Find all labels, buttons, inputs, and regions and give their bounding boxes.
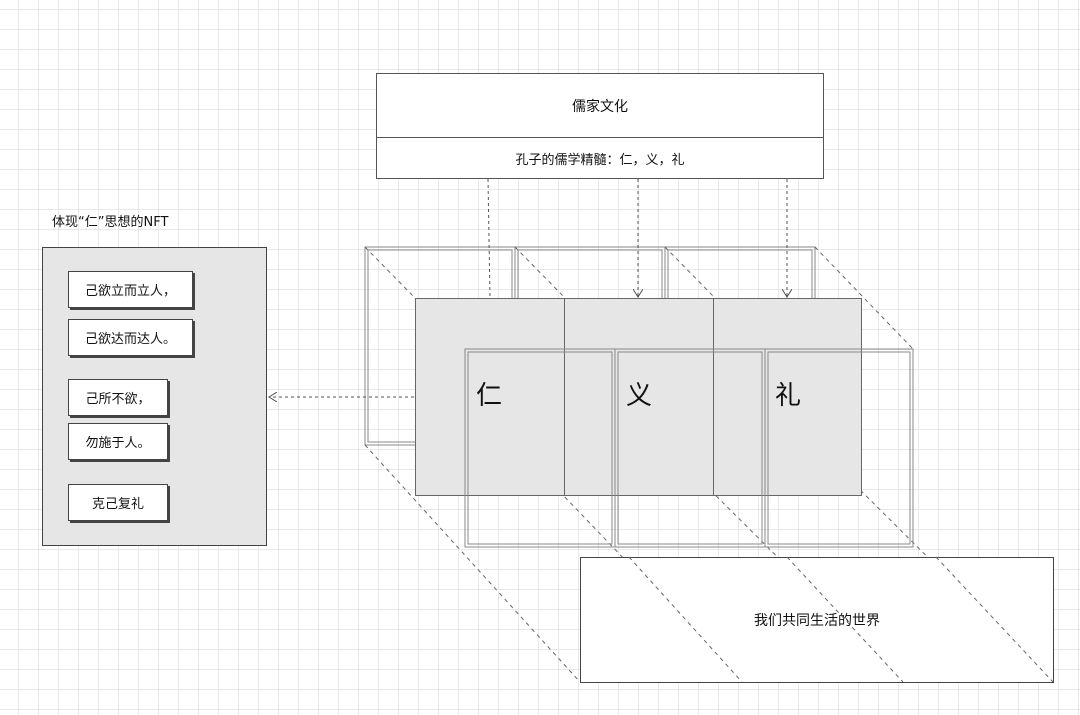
world-label: 我们共同生活的世界 xyxy=(754,613,880,629)
note-item: 己所不欲， xyxy=(68,379,168,416)
note-item: 克己复礼 xyxy=(68,484,168,521)
world-box: 我们共同生活的世界 xyxy=(580,557,1054,683)
note-item: 己欲立而立人， xyxy=(68,271,193,308)
cube-label-yi: 义 xyxy=(626,381,653,411)
note-item: 己欲达而达人。 xyxy=(68,319,193,356)
header-title: 儒家文化 xyxy=(572,98,628,115)
header-subtitle: 孔子的儒学精髓：仁，义，礼 xyxy=(515,153,685,168)
cube-label-li: 礼 xyxy=(775,381,802,411)
cube-label-ren: 仁 xyxy=(476,381,503,411)
header-box: 儒家文化 孔子的儒学精髓：仁，义，礼 xyxy=(376,73,824,179)
header-divider xyxy=(377,137,823,138)
note-item: 勿施于人。 xyxy=(68,423,168,460)
left-panel: 己欲立而立人， 己欲达而达人。 己所不欲， 勿施于人。 克己复礼 xyxy=(42,247,267,546)
panel-title: 体现“仁”思想的NFT xyxy=(52,215,169,230)
arrow-to-ren xyxy=(487,178,491,298)
